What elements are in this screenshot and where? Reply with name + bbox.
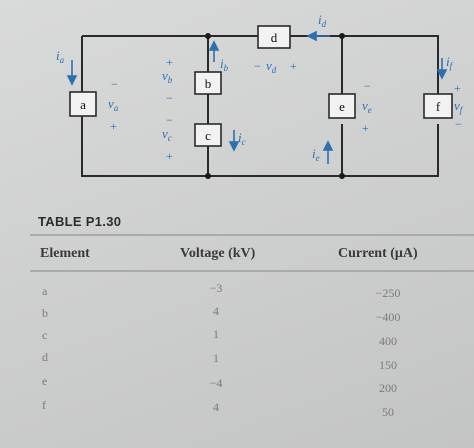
row-a-current: −250 [375, 286, 401, 300]
current-c: ic [238, 130, 246, 147]
element-b-label: b [205, 76, 212, 91]
voltage-d: vd [266, 58, 277, 75]
svg-text:−: − [166, 91, 173, 105]
voltage-e: ve [362, 98, 372, 115]
row-d-element: d [42, 350, 48, 364]
arrow-down-icon [436, 69, 448, 80]
element-e-label: e [339, 99, 345, 114]
arrow-up-icon [322, 140, 334, 151]
element-a: a [69, 91, 97, 117]
table-top-rule [30, 234, 474, 236]
arrow-down-icon [66, 75, 78, 86]
header-element: Element [40, 246, 90, 261]
row-b-element: b [42, 306, 48, 320]
header-current: Current (μA) [338, 246, 418, 261]
current-e: ie [312, 146, 320, 163]
element-b: b [194, 71, 222, 95]
arrow-up-icon [208, 40, 220, 51]
circuit-diagram: a b c d e f [56, 12, 464, 179]
circuit-wires [81, 35, 439, 177]
row-c-voltage: 1 [213, 327, 219, 341]
element-e: e [328, 93, 356, 119]
svg-text:−: − [364, 79, 371, 93]
current-labels: ia ib ic id ie if [56, 12, 454, 163]
current-a: ia [56, 48, 65, 65]
svg-text:−: − [455, 117, 462, 131]
svg-text:−: − [111, 77, 118, 91]
row-f-voltage: 4 [213, 400, 219, 414]
voltage-labels: va vb vc vd ve vf [108, 58, 464, 143]
row-e-element: e [42, 374, 48, 388]
row-c-current: 400 [379, 334, 397, 348]
row-a-voltage: −3 [209, 281, 223, 295]
row-a-element: a [42, 284, 48, 298]
arrow-left-icon [306, 30, 317, 42]
current-b: ib [220, 56, 229, 73]
polarity-signs: − + + − − + − + − + + − [110, 55, 462, 163]
svg-text:−: − [254, 59, 261, 73]
svg-text:+: + [110, 119, 117, 133]
element-c: c [194, 123, 222, 147]
current-d: id [318, 12, 327, 29]
row-c-element: c [42, 328, 48, 342]
row-e-current: 200 [379, 381, 397, 395]
row-b-voltage: 4 [213, 304, 219, 318]
svg-text:+: + [166, 55, 173, 69]
voltage-c: vc [162, 126, 172, 143]
svg-text:+: + [454, 81, 461, 95]
row-e-voltage: −4 [209, 376, 223, 390]
element-d: d [257, 25, 291, 49]
svg-text:−: − [166, 113, 173, 127]
table-header-rule [30, 270, 474, 272]
element-c-label: c [205, 128, 211, 143]
svg-text:+: + [362, 121, 369, 135]
row-d-current: 150 [379, 358, 397, 372]
svg-text:+: + [166, 149, 173, 163]
current-f: if [446, 54, 454, 71]
element-a-label: a [80, 97, 86, 112]
row-d-voltage: 1 [213, 351, 219, 365]
voltage-b: vb [162, 68, 173, 85]
arrow-down-icon [228, 141, 240, 152]
voltage-a: va [108, 96, 119, 113]
element-d-label: d [271, 30, 278, 45]
current-arrows [66, 30, 448, 164]
circuit-nodes [205, 33, 345, 179]
element-f: f [423, 93, 453, 119]
table-title: TABLE P1.30 [38, 214, 122, 229]
header-voltage: Voltage (kV) [180, 246, 256, 261]
svg-text:+: + [290, 59, 297, 73]
row-f-current: 50 [382, 405, 394, 419]
voltage-f: vf [454, 98, 464, 115]
row-b-current: −400 [375, 310, 401, 324]
element-f-label: f [436, 99, 441, 114]
row-f-element: f [42, 398, 46, 412]
